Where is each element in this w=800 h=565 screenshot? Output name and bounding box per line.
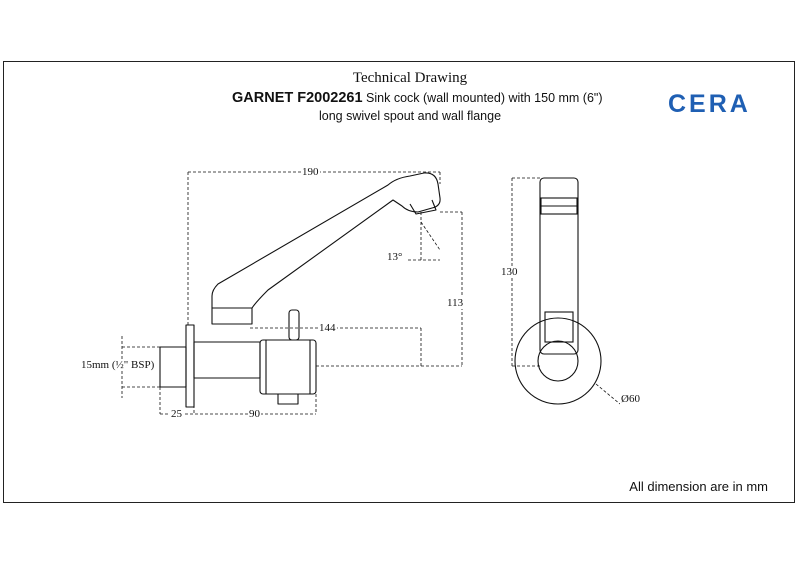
dimension-connection: 15mm (½" BSP) <box>80 359 156 371</box>
lever-handle <box>288 309 300 341</box>
dimension-spout-reach: 144 <box>318 322 337 334</box>
dimension-body-length: 90 <box>248 408 261 420</box>
dimension-flange-diameter: Ø60 <box>620 393 641 405</box>
body-neck <box>193 341 261 379</box>
dimension-spout-angle: 13° <box>386 251 404 263</box>
cera-logo: CERA <box>668 90 751 118</box>
connector-pipe <box>159 346 187 388</box>
front-spout <box>539 177 579 355</box>
spout-collar <box>211 307 253 325</box>
drawing-border <box>3 61 795 503</box>
spout-arm <box>211 172 441 309</box>
front-collar <box>544 311 574 343</box>
product-line: GARNET F2002261 Sink cock (wall mounted)… <box>232 90 603 106</box>
dimension-side-height: 113 <box>446 297 465 309</box>
valve-body <box>259 339 317 395</box>
drawing-title: Technical Drawing <box>352 70 468 86</box>
front-body-circle <box>537 340 579 382</box>
product-description: Sink cock (wall mounted) with 150 mm (6"… <box>366 91 603 105</box>
front-flange-circle <box>514 317 602 405</box>
dimension-overall-length: 190 <box>301 166 320 178</box>
dimension-flange-depth: 25 <box>170 408 183 420</box>
product-description-continued: long swivel spout and wall flange <box>318 109 502 123</box>
model-code: GARNET F2002261 <box>232 90 363 106</box>
aerator <box>409 199 437 215</box>
units-note: All dimension are in mm <box>629 479 768 494</box>
wall-flange <box>185 324 195 408</box>
dimension-front-height: 130 <box>500 266 519 278</box>
